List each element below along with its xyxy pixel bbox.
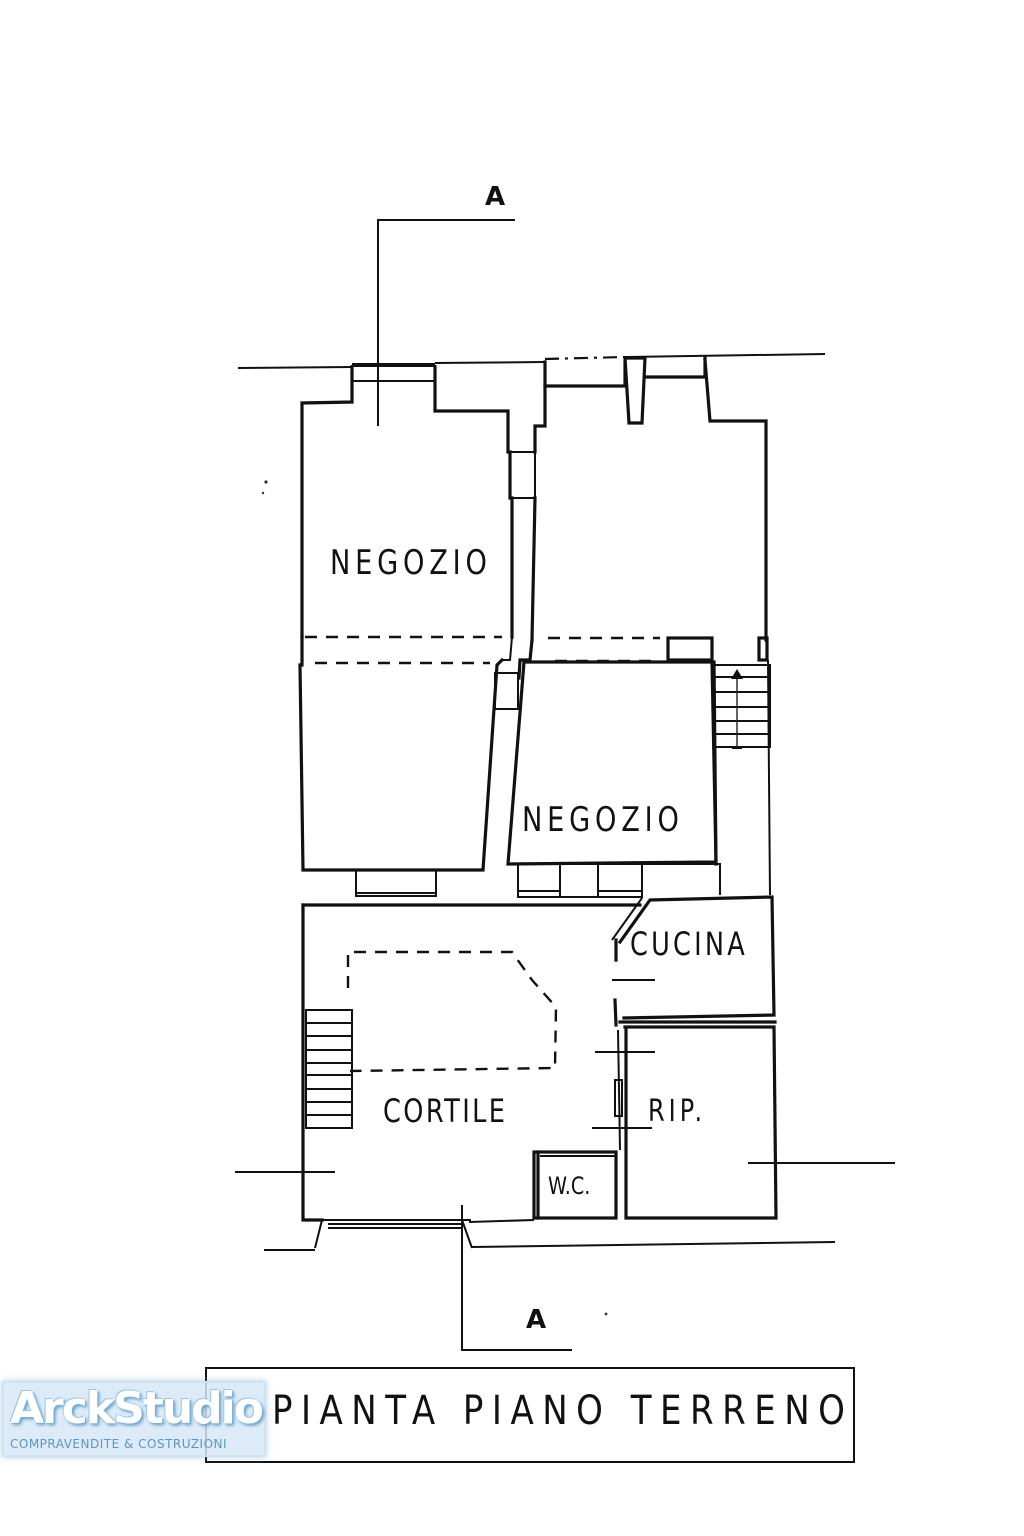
speck: [261, 491, 265, 495]
room-label-cortile: CORTILE: [383, 1092, 508, 1130]
logo-tagline: COMPRAVENDITE & COSTRUZIONI: [10, 1437, 228, 1451]
drawing-title: PIANTA PIANO TERRENO: [272, 1388, 854, 1434]
room-cortile-walls: [235, 903, 642, 1249]
logo-name: ArckStudio: [10, 1383, 264, 1434]
room-label-wc: W.C.: [548, 1172, 591, 1200]
room-left-middle-walls: [298, 635, 519, 872]
room-label-negozio-middle: NEGOZIO: [522, 800, 684, 840]
company-logo: ArckStudio COMPRAVENDITE & COSTRUZIONI: [2, 1381, 266, 1457]
section-marker-top: A: [485, 182, 506, 212]
courtyard-top-openings: [355, 863, 721, 898]
room-label-ripostiglio: RIP.: [648, 1094, 707, 1129]
speck: [604, 1312, 608, 1316]
section-marker-bottom: A: [526, 1305, 547, 1335]
room-negozio-left-walls: [300, 360, 627, 639]
section-line-bottom: [461, 1205, 572, 1351]
room-negozio-middle-walls: [506, 638, 771, 896]
section-line-top: [377, 219, 515, 426]
front-street-line: [237, 353, 826, 369]
room-label-cucina: CUCINA: [630, 925, 748, 963]
rear-street-line: [264, 1241, 836, 1251]
speck: [264, 480, 268, 484]
room-ripostiglio-walls: [592, 1025, 895, 1220]
room-wc-walls: [532, 1150, 618, 1220]
room-right-upper-walls: [530, 355, 769, 662]
room-cucina-walls: [611, 895, 777, 1027]
room-label-negozio-upper: NEGOZIO: [330, 543, 492, 583]
